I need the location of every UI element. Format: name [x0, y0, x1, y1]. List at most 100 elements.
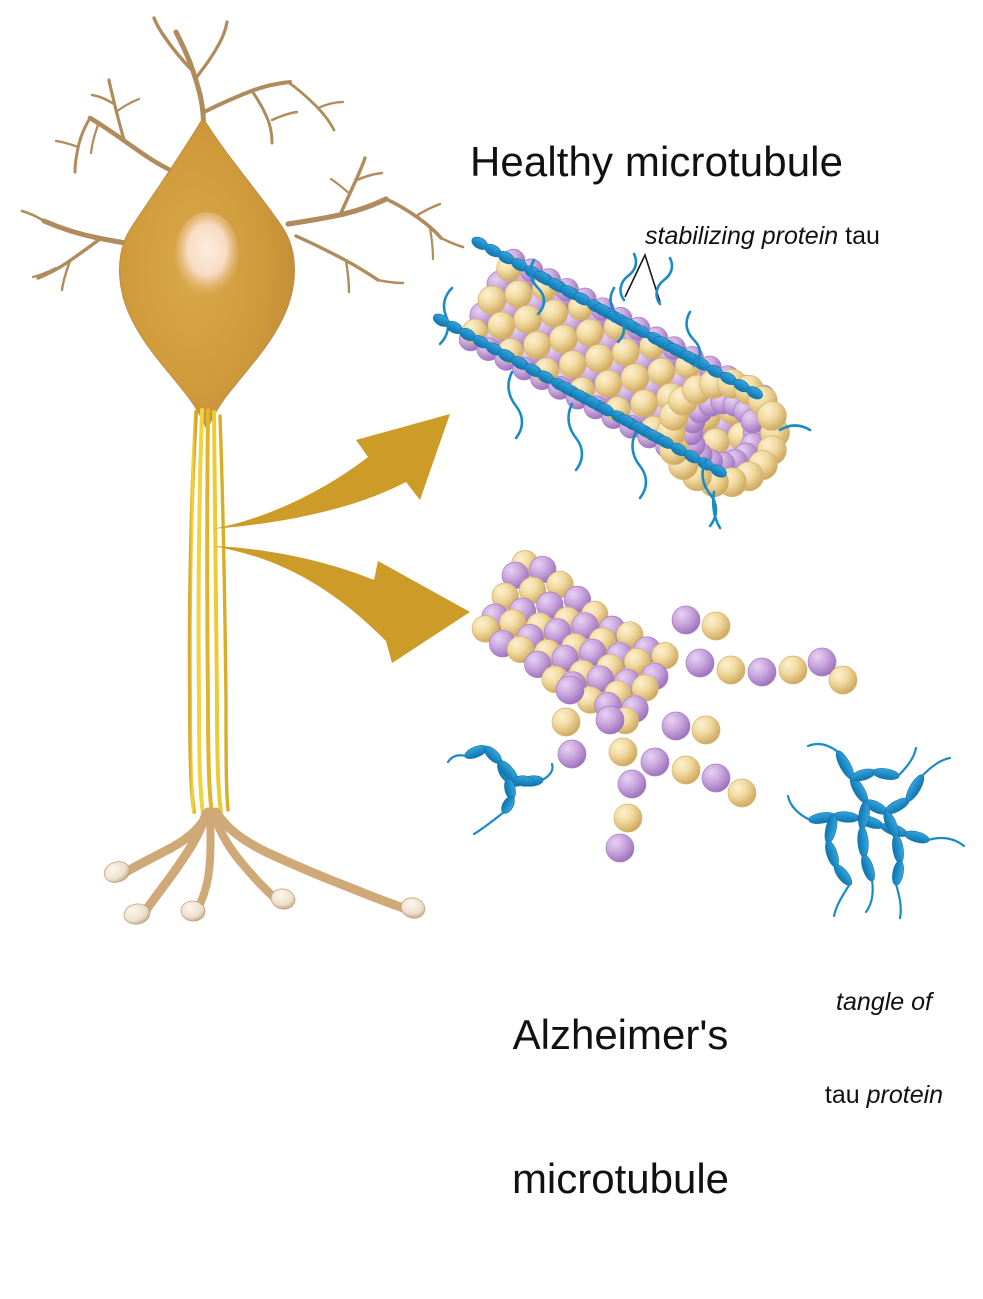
- tau-callout-emphasis: stabilizing protein: [645, 222, 839, 250]
- alzheimers-microtubule: [471, 550, 858, 863]
- tau-tangle-tail-8: [896, 746, 918, 778]
- tubulin-detached: [671, 755, 701, 785]
- tubulin-detached: [828, 665, 858, 695]
- tau-tangle-tail-7: [832, 882, 852, 918]
- diagram-graphics: [20, 16, 966, 925]
- axon-terminals: [121, 807, 411, 918]
- tubulin-alpha: [540, 299, 569, 328]
- tau-tangle-tail-2: [920, 756, 952, 778]
- tubulin-alpha: [477, 285, 507, 315]
- tau-tangle-large: [786, 742, 966, 920]
- tau-bead: [904, 830, 930, 844]
- tubulin-detached: [807, 647, 837, 677]
- tubulin-alpha: [584, 343, 614, 373]
- tubulin-detached: [613, 803, 643, 833]
- title-healthy-microtubule: Healthy microtubule: [470, 138, 844, 185]
- tubulin-alpha: [549, 324, 578, 354]
- tau-bead: [746, 386, 763, 400]
- detached-strand-5: [595, 705, 647, 863]
- healthy-microtubule: [433, 236, 812, 530]
- tau-molecule-7: [654, 310, 763, 400]
- tau-bead: [872, 768, 900, 780]
- tubulin-detached: [608, 737, 638, 767]
- tubulin-detached: [691, 715, 721, 745]
- tubulin-detached: [685, 648, 715, 678]
- tubulin-alpha: [487, 311, 516, 340]
- tau-bead: [850, 768, 876, 782]
- tau-tail: [529, 258, 546, 316]
- tubulin-alpha: [558, 350, 587, 379]
- arrow-to-healthy: [212, 414, 450, 529]
- tangle-label-line2: tau protein: [800, 1080, 968, 1111]
- tau-callout-target-2: [655, 256, 674, 306]
- terminal-bulbs: [103, 861, 426, 925]
- detached-strand-3: [661, 711, 721, 745]
- tau-tangle-tail-5: [864, 878, 874, 914]
- tubulin-alpha: [504, 280, 533, 308]
- tubulin-detached: [727, 778, 757, 808]
- arrow-to-alzheimers: [212, 546, 470, 663]
- microtubule-purple-row: [458, 248, 776, 488]
- tubulin-detached: [551, 707, 581, 737]
- tau-bead: [905, 774, 925, 802]
- tau-fragment-tail-3: [472, 810, 506, 836]
- tubulin-detached: [778, 655, 808, 685]
- detached-strand-1: [671, 605, 731, 641]
- tubulin-detached: [605, 833, 635, 863]
- tau-fragment-small: [446, 745, 554, 836]
- tau-bead: [892, 860, 904, 886]
- tau-tangle-chain-3: [857, 800, 875, 882]
- nucleus: [175, 212, 239, 296]
- tau-tangle-chain-4: [883, 810, 904, 886]
- tau-callout-word: tau: [838, 222, 880, 250]
- tau-bead: [857, 826, 869, 858]
- tau-callout-leader-line: [624, 252, 661, 303]
- tau-tangle-tail-4: [786, 794, 812, 822]
- tubulin-alpha: [620, 363, 650, 393]
- tau-tail-end-1: [778, 424, 812, 432]
- tau-tail: [685, 310, 702, 368]
- tubulin-detached: [555, 675, 585, 705]
- tubulin-detached: [716, 655, 746, 685]
- neuron-dendrites: [20, 16, 465, 294]
- tau-bead: [861, 854, 875, 882]
- tau-tail: [631, 430, 648, 500]
- tau-tangle-tail-6: [894, 882, 902, 920]
- tubulin-detached: [595, 705, 625, 735]
- title-alzheimers-microtubule: Alzheimer's microtubule: [488, 915, 753, 1299]
- figure-canvas: Healthy microtubule stabilizing protein …: [20, 16, 966, 1202]
- tau-bead: [514, 775, 534, 787]
- tubulin-detached: [661, 711, 691, 741]
- tau-tail: [567, 402, 584, 472]
- tubulin-alpha: [523, 330, 551, 359]
- tubulin-detached: [617, 769, 647, 799]
- tubulin-detached: [747, 657, 777, 687]
- tubulin-alpha: [594, 369, 623, 398]
- tubulin-alpha: [575, 318, 604, 347]
- tau-tail: [609, 286, 626, 344]
- tau-tail: [507, 370, 524, 440]
- tau-tangle-tail-3: [926, 836, 966, 848]
- tau-tangle-chain-5: [824, 814, 853, 886]
- tubulin-rim: [757, 401, 787, 431]
- tubulin-alpha: [513, 305, 543, 334]
- tau-fragment-tail-2: [540, 762, 554, 782]
- tau-fragment-chain-2: [498, 760, 534, 787]
- tau-bead: [710, 464, 727, 478]
- detached-strand-2: [685, 647, 858, 695]
- tau-callout-target-1: [619, 252, 638, 302]
- tangle-label-line1: tangle of: [836, 988, 932, 1016]
- title-alzheimers-line1: Alzheimer's: [512, 1011, 729, 1058]
- title-alzheimers-line2: microtubule: [511, 1155, 730, 1202]
- tubulin-detached: [640, 747, 670, 777]
- tau-bead: [825, 840, 839, 868]
- detached-strand-6: [551, 675, 587, 769]
- tubulin-detached: [557, 739, 587, 769]
- tangle-label-tau: tau: [824, 1081, 867, 1109]
- tau-tangle-tail-1: [806, 742, 840, 754]
- tau-bead: [892, 834, 904, 864]
- tangle-label-protein: protein: [866, 1081, 944, 1109]
- detached-strand-4: [640, 747, 757, 808]
- tau-tangle-chain-6: [850, 768, 900, 782]
- tau-callout-label: stabilizing protein tau: [645, 222, 880, 251]
